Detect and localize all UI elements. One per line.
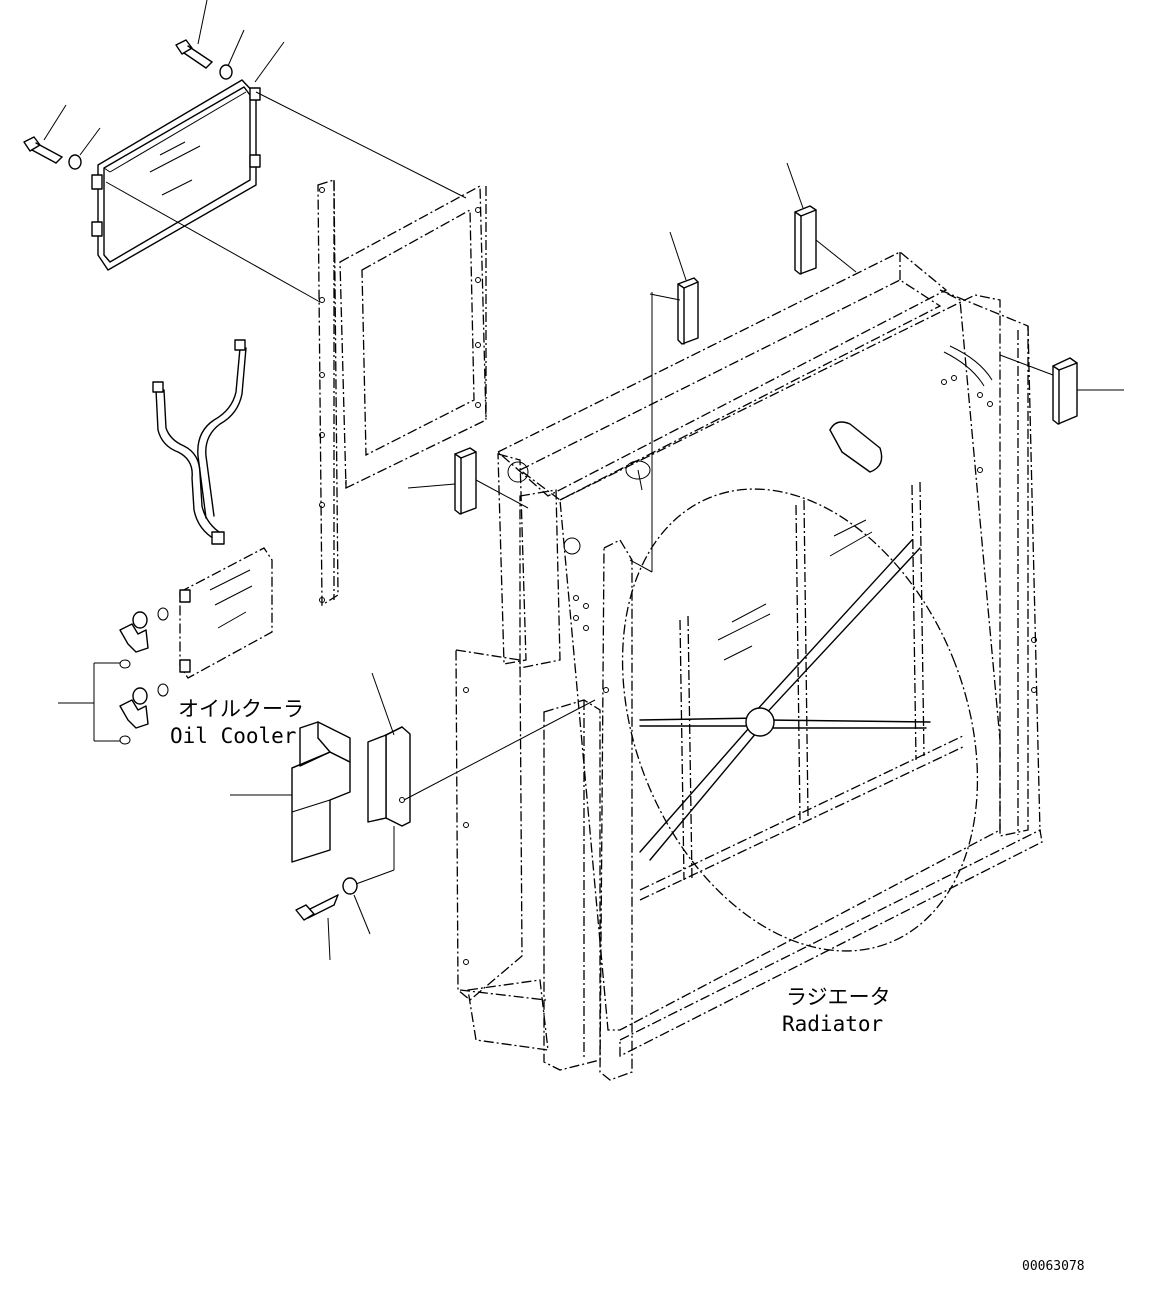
radiator-label-en: Radiator — [782, 1012, 883, 1036]
radiator-label-jp: ラジエータ — [786, 985, 891, 1009]
drawing-number: 00063078 — [1022, 1259, 1085, 1274]
seal-pad-2 — [677, 277, 699, 345]
fan-shroud — [621, 481, 979, 952]
leader-seal-pad-2 — [669, 231, 687, 281]
seal-pad-1 — [454, 447, 477, 515]
fitting-lower — [119, 687, 149, 729]
leader-lines-top-left — [43, 0, 467, 303]
leader-bolt-bottom — [327, 917, 331, 961]
bolt-bottom — [295, 894, 339, 921]
cover-block — [291, 721, 351, 863]
radiator-frame — [455, 251, 1043, 1081]
oil-cooler-label-jp: オイルクーラ — [178, 697, 304, 721]
washer-bottom — [342, 877, 358, 895]
washer-top — [219, 64, 233, 80]
seal-pad-3 — [794, 205, 817, 275]
leader-small-bracket — [371, 672, 395, 736]
bolt-left — [23, 136, 63, 164]
oil-cooler-core — [91, 79, 261, 271]
small-bracket — [367, 726, 411, 827]
leader-washer-bottom — [353, 894, 371, 935]
leader-seal-pad-3 — [786, 162, 804, 209]
small-oil-cooler — [179, 547, 273, 679]
o-ring-upper — [157, 607, 169, 621]
hose-assembly — [152, 339, 247, 545]
leader-seal-pad-1 — [407, 483, 456, 489]
leader-bracket-to-frame — [403, 699, 596, 801]
seal-pad-4 — [1052, 357, 1078, 425]
oil-cooler-label-en: Oil Cooler — [170, 724, 296, 748]
o-ring-small-2 — [119, 735, 131, 745]
washer-left — [68, 154, 82, 170]
bolt-top — [175, 39, 213, 69]
o-ring-lower — [157, 683, 169, 697]
mounting-frame — [317, 179, 487, 607]
leader-bracket-left — [58, 662, 120, 742]
o-ring-small-1 — [119, 659, 131, 669]
fitting-upper — [119, 611, 149, 653]
